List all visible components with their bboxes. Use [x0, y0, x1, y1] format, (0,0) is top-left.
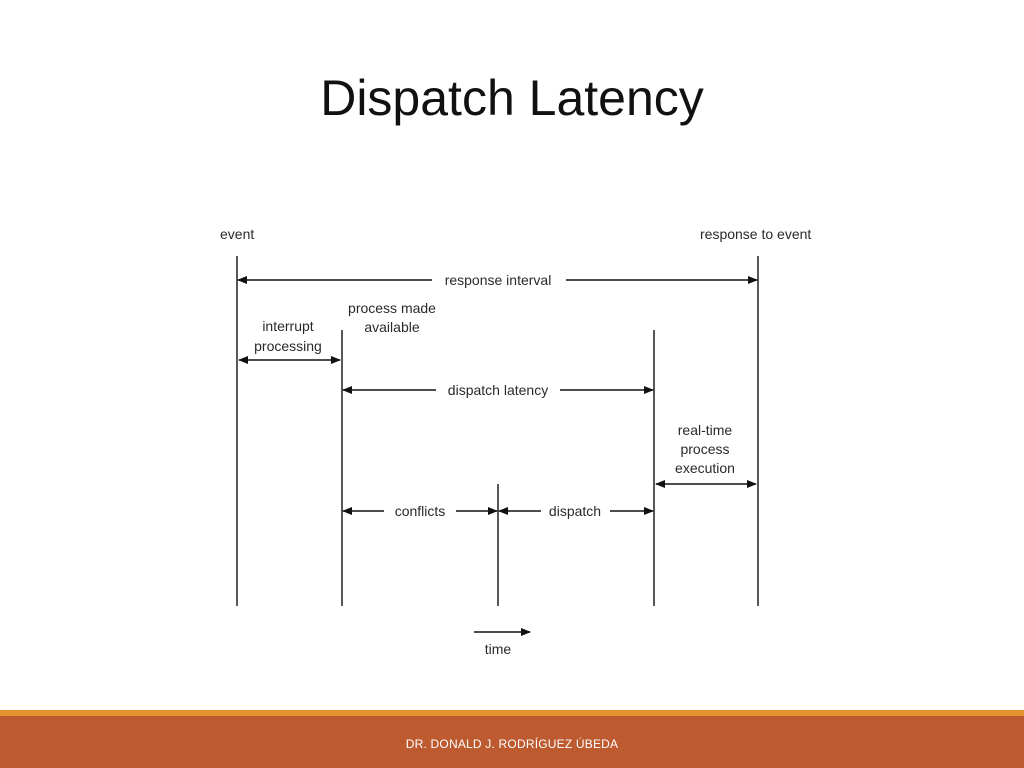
response-to-event-label: response to event: [700, 226, 811, 242]
event-label: event: [220, 226, 254, 242]
conflicts-label: conflicts: [395, 503, 446, 519]
real-time-label-line1: real-time: [678, 422, 733, 438]
real-time-label-line2: process: [680, 441, 729, 457]
process-made-available-label-line1: process made: [348, 300, 436, 316]
process-made-available-label-line2: available: [364, 319, 419, 335]
footer-author: DR. DONALD J. RODRÍGUEZ ÚBEDA: [405, 737, 619, 751]
time-label: time: [485, 641, 512, 657]
interrupt-processing-label-line1: interrupt: [262, 318, 313, 334]
dispatch-label: dispatch: [549, 503, 601, 519]
footer-bar: [0, 716, 1024, 768]
real-time-label-line3: execution: [675, 460, 735, 476]
dispatch-latency-label: dispatch latency: [448, 382, 548, 398]
footer-accent-stripe: [0, 710, 1024, 716]
response-interval-label: response interval: [445, 272, 552, 288]
interrupt-processing-label-line2: processing: [254, 338, 322, 354]
slide-title: Dispatch Latency: [320, 70, 704, 126]
